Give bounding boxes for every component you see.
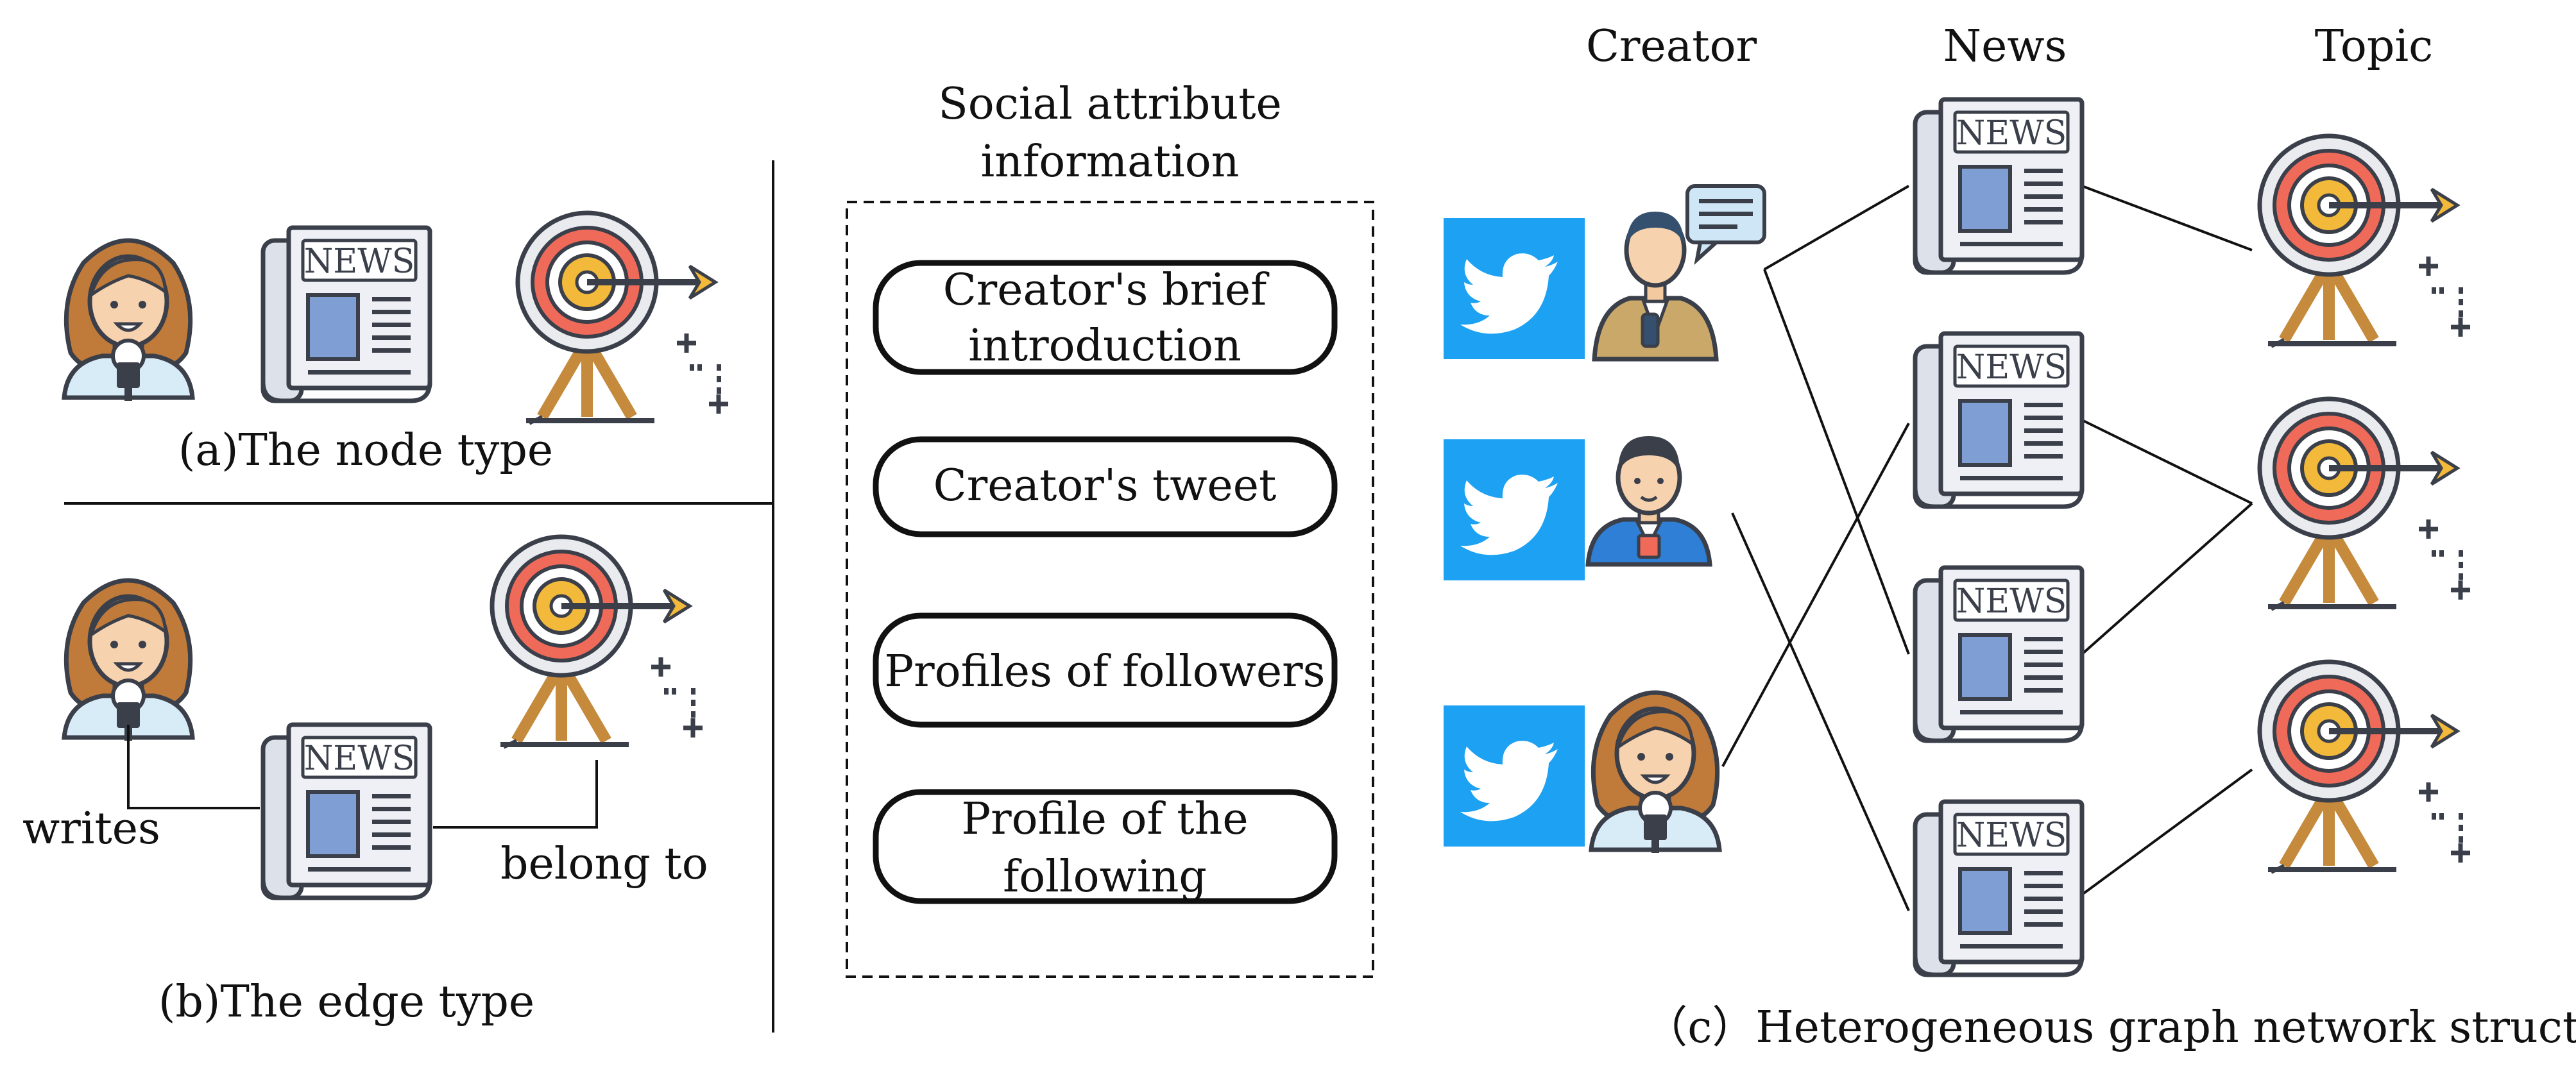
newspaper-icon [263, 725, 430, 898]
social-attribute-panel: Social attribute information Creator's b… [846, 79, 1374, 978]
man-reporter-icon [1588, 436, 1710, 564]
social-item-line: Profiles of followers [884, 646, 1325, 697]
social-item-line: Creator's tweet [934, 460, 1277, 511]
panel-b-caption: (b)The edge type [158, 977, 534, 1027]
social-item-box [873, 436, 1338, 537]
column-header-creator: Creator [1586, 21, 1757, 72]
edge-writes-line [127, 725, 260, 809]
panel-b: writes belong to (b)The edge type [22, 537, 708, 1027]
woman-reporter-icon [64, 580, 192, 741]
panel-c: Creator News Topic （c）Heterogene [1444, 21, 2576, 1053]
twitter-logo-icon [1444, 218, 1585, 359]
social-item-box [873, 260, 1338, 375]
social-item-line: introduction [968, 321, 1241, 371]
newspaper-icon [263, 228, 430, 401]
panel-a-caption: (a)The node type [178, 425, 553, 476]
target-icon [2260, 399, 2470, 609]
social-item-box [873, 789, 1338, 904]
target-icon [2260, 136, 2470, 346]
twitter-logo-icon [1444, 439, 1585, 580]
newspaper-icon [1915, 99, 2082, 273]
graph-edges [1721, 185, 2253, 911]
newspaper-icon [1915, 802, 2082, 975]
social-title-line2: information [981, 137, 1240, 187]
social-item-line: Profile of the [961, 794, 1248, 845]
panel-c-caption: （c）Heterogeneous graph network structure [1644, 1002, 2576, 1053]
target-icon [518, 213, 728, 423]
target-icon [492, 537, 703, 747]
twitter-logo-icon [1444, 705, 1585, 847]
man-reporter-icon [1594, 186, 1764, 359]
newspaper-icon [1915, 333, 2082, 507]
social-title-line1: Social attribute [938, 79, 1282, 130]
panel-a: (a)The node type [64, 213, 728, 476]
woman-reporter-icon [1591, 693, 1719, 853]
column-header-news: News [1943, 21, 2067, 72]
edge-label-belong: belong to [500, 839, 708, 890]
social-item-line: Creator's brief [943, 265, 1270, 316]
edge-label-writes: writes [22, 804, 160, 854]
newspaper-icon [1915, 568, 2082, 741]
target-icon [2260, 662, 2470, 872]
social-item-line: following [1003, 852, 1207, 902]
column-header-topic: Topic [2315, 21, 2433, 72]
edge-belong-line [433, 760, 598, 829]
social-item-box [873, 612, 1338, 728]
woman-reporter-icon [64, 240, 192, 401]
